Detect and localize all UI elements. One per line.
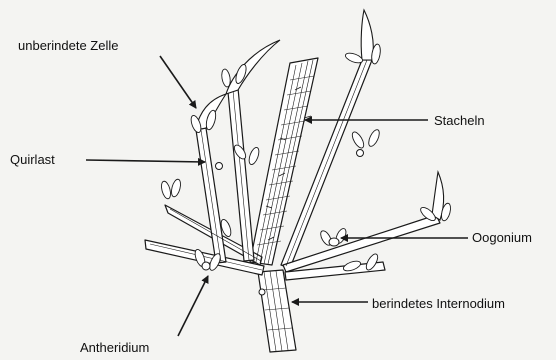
label-stacheln: Stacheln <box>434 113 485 128</box>
terminal-cell-left <box>226 40 280 94</box>
label-berindetes-internodium: berindetes Internodium <box>372 296 505 311</box>
arrow-antheridium <box>178 276 208 336</box>
label-unberindete-zelle: unberindete Zelle <box>18 38 118 53</box>
main-axis-upper <box>250 58 318 265</box>
terminal-cell-right <box>361 10 373 60</box>
label-antheridium: Antheridium <box>80 340 149 355</box>
arrow-quirlast <box>86 160 205 162</box>
arrow-unberindete-zelle <box>160 56 196 108</box>
label-quirlast: Quirlast <box>10 152 55 167</box>
label-oogonium: Oogonium <box>472 230 532 245</box>
lower-internode <box>258 270 296 352</box>
